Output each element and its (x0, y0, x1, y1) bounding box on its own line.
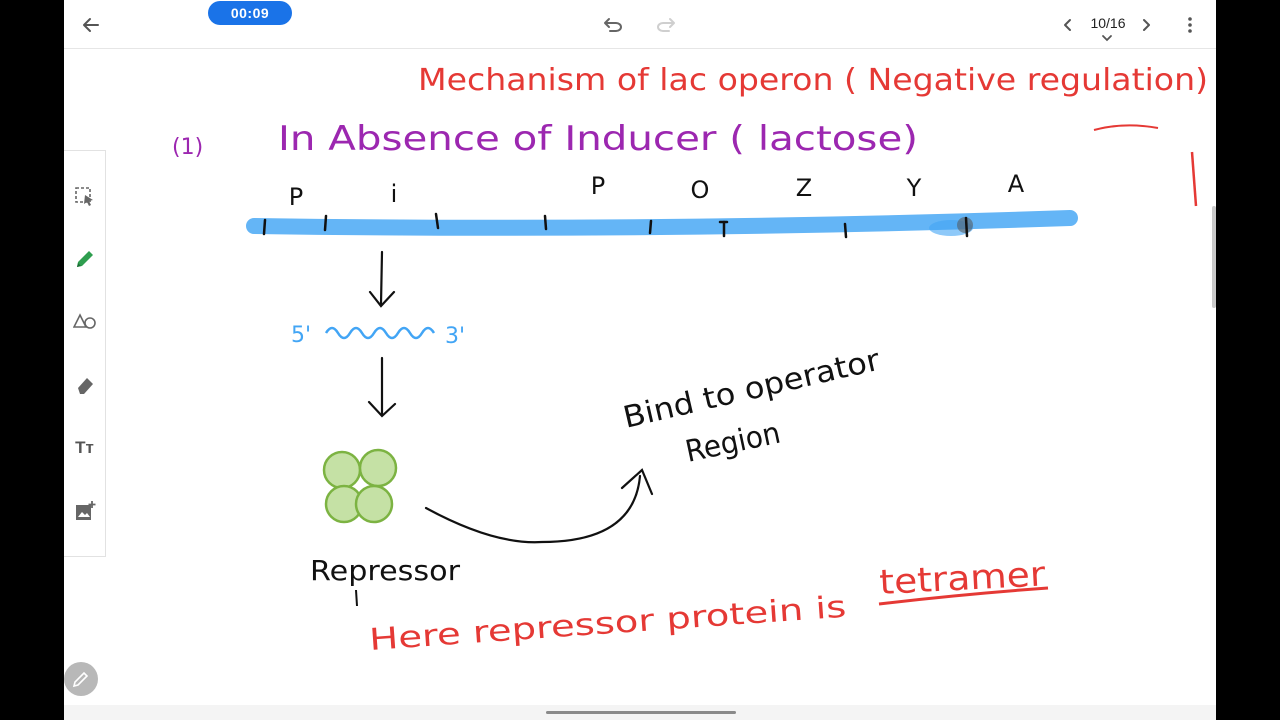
eraser-icon (77, 378, 93, 394)
svg-text:Region: Region (682, 416, 783, 470)
mrna-3-prime: 3' (445, 324, 465, 349)
repressor-tetramer (322, 448, 398, 524)
gene-label-0: P (289, 183, 303, 211)
add-image-tool[interactable] (64, 491, 105, 531)
footer-underline (878, 586, 1049, 606)
note-subheading: In Absence of Inducer ( lactose) (278, 119, 918, 159)
repressor-label: Repressor (310, 554, 461, 587)
redo-button[interactable] (653, 14, 679, 36)
mrna-wave (324, 326, 436, 340)
lasso-select-icon (74, 187, 93, 206)
gene-label-6: A (1008, 170, 1025, 198)
redo-icon (657, 18, 675, 32)
recording-timer[interactable]: 00:09 (208, 1, 292, 25)
gene-label-1: i (391, 180, 398, 208)
page-indicator[interactable]: 10/16 (1090, 15, 1126, 31)
prev-page-button[interactable] (1056, 14, 1080, 36)
lasso-select-tool[interactable] (64, 177, 105, 217)
notes-app: 00:09 10/16 Mechanism of lac operon ( Ne… (64, 0, 1216, 720)
pencil-icon (72, 671, 89, 688)
text-icon: Tт (75, 438, 94, 457)
subheading-number: (1) (172, 135, 203, 160)
tools-sidebar: Tт (64, 150, 106, 557)
chevron-down-icon (1102, 35, 1112, 42)
undo-icon (604, 18, 622, 32)
gene-boundaries (262, 212, 969, 239)
gene-label-4: Z (796, 174, 812, 202)
gene-label-3: O (691, 176, 710, 204)
repressor-stroke (355, 589, 358, 607)
chevron-right-icon (1143, 19, 1150, 31)
heading-underline-stroke (1093, 124, 1159, 131)
shapes-icon (72, 313, 96, 329)
pen-icon (76, 251, 93, 267)
gesture-bar[interactable] (546, 711, 736, 714)
back-button[interactable] (78, 12, 104, 38)
note-heading: Mechanism of lac operon ( Negative regul… (418, 63, 1208, 98)
chevron-left-icon (1064, 19, 1071, 31)
translation-arrow (367, 356, 397, 418)
vertical-scrollbar[interactable] (1212, 206, 1216, 308)
note-canvas[interactable]: Mechanism of lac operon ( Negative regul… (64, 0, 1216, 705)
bind-annotation: Bind to operator Region (620, 343, 884, 470)
mrna-5-prime: 5' (291, 323, 311, 348)
top-toolbar: 00:09 10/16 (64, 0, 1216, 49)
undo-button[interactable] (600, 14, 626, 36)
more-options-button[interactable] (1178, 12, 1202, 38)
cursor-dot (957, 217, 973, 233)
next-page-button[interactable] (1134, 14, 1158, 36)
back-arrow-icon (83, 18, 99, 32)
gene-label-5: Y (906, 174, 922, 202)
edit-mode-button[interactable] (64, 662, 98, 696)
text-tool[interactable]: Tт (64, 428, 105, 468)
shapes-tool[interactable] (64, 302, 105, 342)
margin-stroke (1190, 151, 1198, 207)
page-list-toggle[interactable] (1097, 33, 1117, 43)
footer-note: Here repressor protein is (368, 590, 847, 658)
gene-label-2: P (591, 172, 605, 200)
eraser-tool[interactable] (64, 365, 105, 405)
more-vert-icon (1188, 17, 1192, 33)
add-image-icon (75, 501, 95, 520)
transcription-arrow (368, 250, 396, 308)
binding-arrow (424, 468, 654, 544)
pen-tool[interactable] (64, 239, 105, 279)
